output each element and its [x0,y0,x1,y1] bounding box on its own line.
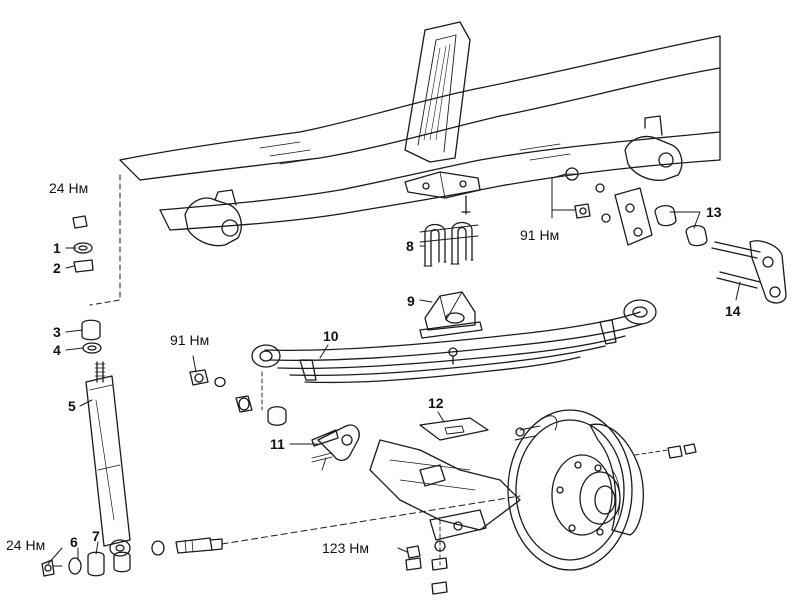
callout-9: 9 [407,293,415,309]
spring-pad [419,291,483,339]
torque-label-upper-shock: 24 Нм [49,180,89,196]
callout-2: 2 [53,260,61,276]
callout-1: 1 [53,240,61,256]
torque-label-lower-shock: 24 Нм [6,537,46,553]
callout-12: 12 [428,395,444,411]
rear-shackle-hardware [565,167,787,304]
leaf-spring [251,299,657,384]
callout-3: 3 [53,324,61,340]
callout-14: 14 [725,303,741,319]
lower-spring-pad [419,417,489,441]
callout-13: 13 [706,204,722,220]
lower-stud [151,495,521,556]
callout-5: 5 [68,398,76,414]
u-bolt-bracket [404,171,481,215]
callout-10: 10 [323,328,339,344]
callout-4: 4 [53,342,61,358]
leader-lines [47,173,741,565]
callout-8: 8 [406,238,414,254]
u-bolts [419,221,479,267]
torque-label-rear-shackle: 91 Нм [520,227,560,243]
front-shackle-hardware [189,369,360,471]
vehicle-frame [89,21,721,306]
callout-11: 11 [270,436,285,452]
callout-7: 7 [92,528,100,544]
u-bolt-nuts [405,540,448,595]
torque-label-front-shackle: 91 Нм [170,332,210,348]
axle-and-hub [369,409,697,571]
callout-6: 6 [70,534,78,550]
torque-label-u-bolt: 123 Нм [322,540,369,556]
